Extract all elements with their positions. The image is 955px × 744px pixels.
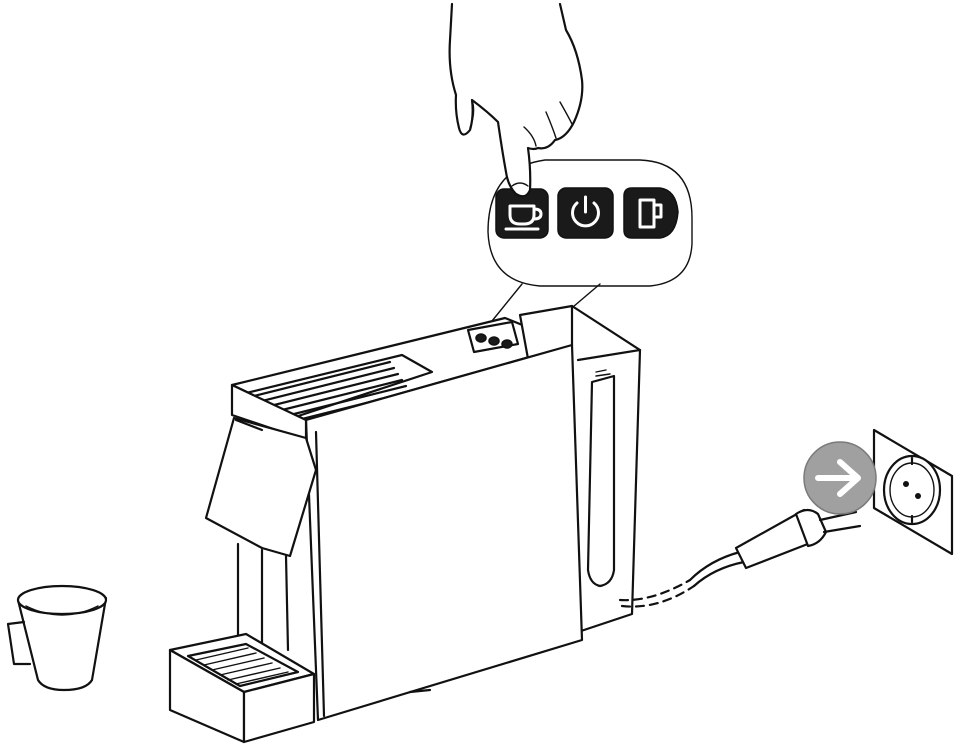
drip-tray (168, 632, 316, 744)
hand-pointer (448, 2, 584, 198)
machine-control-panel (466, 320, 520, 354)
machine-foot (408, 688, 432, 694)
column-edge (284, 554, 290, 652)
power-cord (618, 550, 746, 608)
power-button[interactable] (557, 187, 614, 239)
mini-button (501, 339, 513, 349)
brew-head (204, 383, 318, 558)
mini-button (488, 336, 500, 346)
coffee-cup (6, 584, 108, 692)
water-level-window (586, 374, 616, 588)
machine-body (304, 343, 584, 722)
power-icon (571, 195, 600, 228)
espresso-cup-icon (504, 204, 543, 231)
mini-button (475, 333, 487, 343)
power-plug (734, 508, 862, 570)
callout-leader-left (491, 283, 523, 322)
arrow-right-icon (803, 441, 877, 515)
body-edge (314, 430, 326, 718)
wall-socket (872, 428, 954, 556)
control-panel-callout (487, 159, 693, 322)
mug-icon (638, 198, 663, 229)
fingernail (511, 182, 529, 187)
coffee-machine (168, 304, 642, 744)
lungo-button[interactable] (623, 187, 679, 239)
